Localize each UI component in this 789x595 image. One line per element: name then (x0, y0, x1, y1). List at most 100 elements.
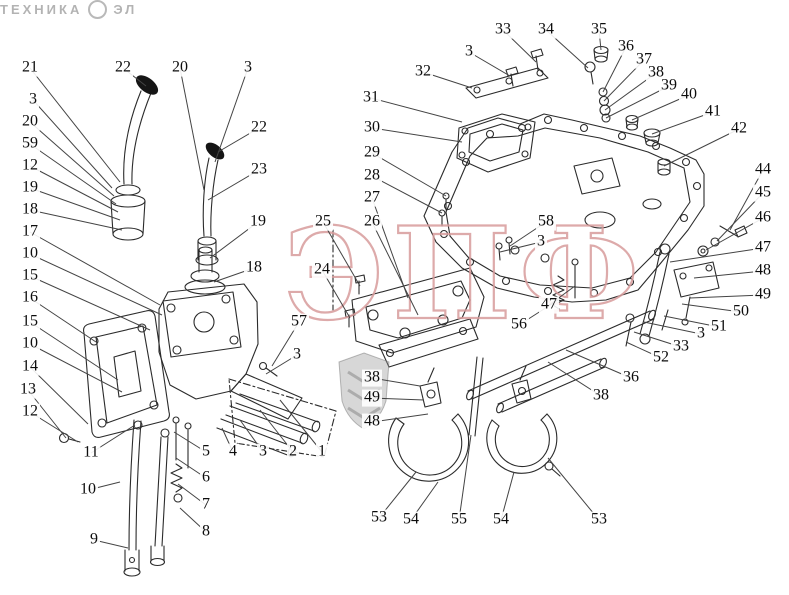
callout-label-14: 14 (20, 357, 40, 376)
leader-line-1 (279, 399, 323, 453)
leader-line-59 (29, 143, 117, 205)
leader-line-10 (29, 253, 163, 316)
callout-label-29: 29 (362, 143, 382, 162)
callout-label-22: 22 (113, 58, 133, 77)
callout-label-17: 17 (20, 222, 40, 241)
leader-line-3 (32, 99, 113, 189)
leader-line-39 (605, 85, 670, 119)
leader-line-48 (693, 270, 764, 279)
leader-line-21 (29, 67, 121, 183)
leader-line-26 (371, 221, 419, 316)
callout-label-10: 10 (20, 244, 40, 263)
watermark-ring-icon (88, 0, 108, 19)
callout-label-19: 19 (248, 212, 268, 231)
callout-label-28: 28 (362, 166, 382, 185)
callout-label-38: 38 (362, 368, 382, 387)
callout-label-40: 40 (679, 85, 699, 104)
callout-label-51: 51 (709, 317, 729, 336)
callout-label-36: 36 (621, 368, 641, 387)
callout-label-39: 39 (659, 76, 679, 95)
leader-line-10 (29, 343, 123, 393)
callout-label-10: 10 (78, 480, 98, 499)
leader-line-25 (322, 221, 361, 287)
callout-label-10: 10 (20, 334, 40, 353)
callout-label-15: 15 (20, 266, 40, 285)
leader-line-42 (663, 128, 740, 167)
callout-label-50: 50 (731, 302, 751, 321)
callout-label-46: 46 (753, 208, 773, 227)
leader-line-53 (547, 457, 600, 521)
callout-label-42: 42 (729, 119, 749, 138)
leader-line-3 (468, 51, 511, 77)
leader-line-16 (29, 297, 97, 343)
callout-label-11: 11 (81, 443, 101, 462)
callout-label-1: 1 (316, 442, 328, 461)
callout-label-33: 33 (671, 337, 691, 356)
callout-label-21: 21 (20, 58, 40, 77)
callout-label-36: 36 (616, 37, 636, 56)
callout-label-15: 15 (20, 312, 40, 331)
leader-line-44 (729, 169, 764, 231)
callout-label-5: 5 (200, 442, 212, 461)
leader-line-36 (565, 349, 632, 379)
callout-label-48: 48 (362, 412, 382, 431)
callout-label-45: 45 (753, 183, 773, 202)
callout-label-19: 19 (20, 178, 40, 197)
callout-label-53: 53 (369, 508, 389, 527)
callout-label-4: 4 (227, 442, 239, 461)
leader-line-31 (370, 97, 463, 123)
callout-label-12: 12 (20, 402, 40, 421)
watermark-brand-left: ТЕХНИКА (0, 2, 83, 17)
callout-label-20: 20 (20, 112, 40, 131)
callout-label-41: 41 (703, 102, 723, 121)
callout-label-38: 38 (646, 63, 666, 82)
callout-label-57: 57 (289, 312, 309, 331)
callout-label-27: 27 (362, 188, 382, 207)
callout-label-3: 3 (695, 324, 707, 343)
callout-label-3: 3 (242, 58, 254, 77)
watermark-logo-text: ЭПФ (284, 200, 647, 348)
callout-label-49: 49 (753, 285, 773, 304)
leader-line-49 (689, 294, 764, 299)
callout-label-47: 47 (539, 295, 559, 314)
callout-label-3: 3 (463, 42, 475, 61)
callout-label-52: 52 (651, 348, 671, 367)
callout-label-24: 24 (312, 260, 332, 279)
callout-label-38: 38 (591, 386, 611, 405)
leader-line-12 (29, 165, 119, 213)
callout-label-35: 35 (589, 20, 609, 39)
leader-line-3 (643, 321, 702, 335)
leader-line-20 (29, 121, 115, 197)
leader-line-15 (29, 321, 119, 381)
leader-line-19 (29, 187, 121, 221)
leader-line-28 (371, 175, 443, 214)
leader-line-29 (371, 152, 447, 197)
callout-label-9: 9 (88, 530, 100, 549)
leader-line-18 (29, 209, 123, 231)
callout-label-54: 54 (491, 510, 511, 529)
leader-line-3 (499, 241, 542, 253)
leader-line-15 (29, 275, 151, 331)
callout-label-58: 58 (536, 212, 556, 231)
callout-label-22: 22 (249, 118, 269, 137)
callout-label-44: 44 (753, 160, 773, 179)
callout-label-12: 12 (20, 156, 40, 175)
callout-label-55: 55 (449, 510, 469, 529)
callout-label-53: 53 (589, 510, 609, 529)
callout-label-25: 25 (313, 212, 333, 231)
callout-label-34: 34 (536, 20, 556, 39)
callout-label-49: 49 (362, 388, 382, 407)
callout-label-16: 16 (20, 288, 40, 307)
callout-label-31: 31 (361, 88, 381, 107)
callout-label-2: 2 (287, 442, 299, 461)
callout-label-23: 23 (249, 160, 269, 179)
callout-label-18: 18 (244, 258, 264, 277)
callout-label-3: 3 (257, 442, 269, 461)
leader-line-47 (669, 247, 764, 263)
callout-label-7: 7 (200, 495, 212, 514)
callout-label-3: 3 (535, 232, 547, 251)
watermark-brand-right: ЭЛ (113, 2, 138, 17)
callout-label-59: 59 (20, 134, 40, 153)
